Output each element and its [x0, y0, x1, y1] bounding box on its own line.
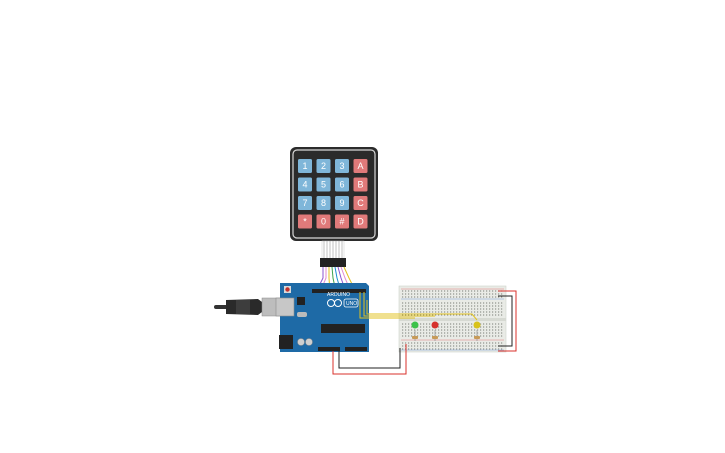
wire-power-red[interactable]: [332, 344, 407, 375]
arduino-usb-port: [275, 297, 295, 317]
wire-rail-black-right[interactable]: [498, 295, 513, 347]
keypad-ribbon-lines: [323, 241, 343, 259]
keypad-key-label: 7: [302, 198, 307, 208]
keypad-key-0[interactable]: 0: [316, 214, 331, 229]
keypad-key-face: [353, 214, 368, 229]
keypad-key-9[interactable]: 9: [335, 196, 349, 210]
wire-signal-yellow-1[interactable]: [359, 292, 415, 319]
keypad-key-label: A: [357, 161, 363, 171]
keypad-key-label: B: [357, 180, 363, 190]
led-red-bulb: [431, 321, 439, 329]
keypad-key-label: 5: [321, 180, 326, 190]
arduino-power-header: [318, 347, 340, 351]
breadboard-holes: [402, 290, 503, 350]
keypad-key-face: [316, 196, 331, 210]
arduino-uno-board[interactable]: ARDUINO UNO: [275, 283, 369, 352]
led-green[interactable]: [411, 321, 419, 342]
usb-cable[interactable]: [214, 297, 281, 317]
keypad-key-face: [298, 177, 312, 192]
wire-signal-yellow-3[interactable]: [366, 300, 478, 321]
keypad-key-face: [335, 177, 349, 192]
keypad-key-6[interactable]: 6: [335, 177, 349, 192]
arduino-analog-header: [345, 347, 367, 351]
wire-signal-yellow-2[interactable]: [363, 292, 435, 317]
keypad-key-A[interactable]: A: [353, 159, 368, 173]
keypad-key-face: [335, 196, 349, 210]
keypad-key-face: [353, 196, 368, 210]
keypad-key-C[interactable]: C: [353, 196, 368, 210]
arduino-digital-header: [312, 289, 366, 293]
keypad-key-label: 6: [339, 180, 344, 190]
keypad-key-face: [298, 196, 312, 210]
resistor-1[interactable]: [412, 336, 418, 339]
resistor-3[interactable]: [474, 336, 480, 339]
keypad-key-4[interactable]: 4: [298, 177, 312, 192]
keypad-key-label: 3: [339, 161, 344, 171]
circuit-wires[interactable]: [332, 290, 517, 375]
keypad-key-1[interactable]: 1: [298, 159, 312, 173]
keypad-key-label: C: [357, 198, 364, 208]
keypad-key-label: 2: [321, 161, 326, 171]
arduino-model-label: UNO: [346, 301, 357, 307]
arduino-logo-right: [334, 299, 342, 307]
keypad-key-8[interactable]: 8: [316, 196, 331, 210]
keypad-key-face: [298, 214, 312, 229]
keypad-key-3[interactable]: 3: [335, 159, 349, 173]
wire-ground-black[interactable]: [338, 348, 401, 369]
keypad-key-face: [335, 159, 349, 173]
keypad-key-face: [316, 159, 331, 173]
keypad-inner-border: [292, 149, 376, 239]
keypad-key-*[interactable]: *: [298, 214, 312, 229]
keypad-key-label: 8: [321, 198, 326, 208]
keypad-key-face: [316, 177, 331, 192]
arduino-pcb: [280, 283, 369, 352]
keypad-key-face: [353, 159, 368, 173]
keypad-key-7[interactable]: 7: [298, 196, 312, 210]
keypad-key-face: [353, 177, 368, 192]
arduino-reset-button-cap: [285, 287, 290, 292]
usb-plug-ridges: [236, 300, 250, 314]
arduino-capacitor-1: [297, 338, 305, 346]
arduino-capacitor-2: [305, 338, 313, 346]
keypad-key-label: 1: [302, 161, 307, 171]
breadboard-center-channel: [399, 318, 506, 321]
breadboard[interactable]: [398, 285, 507, 353]
keypad-connector[interactable]: [320, 258, 346, 267]
arduino-power-jack: [279, 335, 293, 349]
led-green-bulb: [411, 321, 419, 329]
keypad-key-face: [316, 214, 331, 229]
arduino-atmega-chip: [321, 324, 365, 333]
keypad-key-#[interactable]: #: [335, 214, 349, 229]
keypad-key-label: 9: [339, 198, 344, 208]
keypad-4x4[interactable]: 1 2 3 A 4 5 6 B 7 8 9 C * 0 # D: [290, 147, 378, 267]
keypad-key-label: D: [357, 217, 364, 227]
keypad-key-label: 0: [321, 217, 326, 227]
keypad-key-B[interactable]: B: [353, 177, 368, 192]
led-yellow[interactable]: [473, 321, 481, 342]
keypad-key-face: [335, 214, 349, 229]
arduino-small-chip: [297, 297, 305, 305]
keypad-key-D[interactable]: D: [353, 214, 368, 229]
keypad-key-label: *: [303, 217, 307, 227]
keypad-key-face: [298, 159, 312, 173]
keypad-key-5[interactable]: 5: [316, 177, 331, 192]
led-red[interactable]: [431, 321, 439, 342]
usb-cable-end: [214, 305, 228, 309]
arduino-uno-badge: [343, 298, 359, 308]
arduino-brand-label: ARDUINO: [327, 292, 350, 298]
led-yellow-bulb: [473, 321, 481, 329]
keypad-key-label: 4: [302, 180, 307, 190]
keypad-key-2[interactable]: 2: [316, 159, 331, 173]
keypad-key-label: #: [339, 217, 344, 227]
arduino-crystal: [297, 312, 307, 317]
wire-rail-red-right[interactable]: [498, 290, 517, 352]
resistor-2[interactable]: [432, 336, 438, 339]
keypad-keys: 1 2 3 A 4 5 6 B 7 8 9 C * 0 # D: [298, 159, 368, 229]
